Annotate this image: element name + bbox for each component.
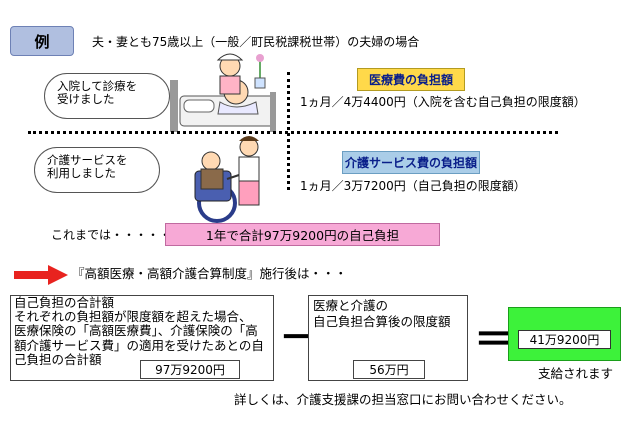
after-system-heading: 『高額医療・高額介護合算制度』施行後は・・・ [72, 266, 348, 281]
horizontal-dotted-divider [28, 131, 558, 134]
refund-amount: 41万9200円 [518, 330, 611, 349]
until-now-label: これまでは・・・・・・ [51, 228, 184, 242]
contact-footer: 詳しくは、介護支援課の担当窓口にお問い合わせください。 [234, 392, 572, 407]
self-pay-line-4: 額介護サービス費」の適用を受けたあとの自 [14, 337, 264, 353]
hospital-patient-illustration [170, 53, 276, 132]
combined-limit-line-2: 自己負担合算後の限度額 [313, 314, 451, 329]
self-pay-line-1: 自己負担の合計額 [14, 295, 115, 310]
self-pay-total-text: 自己負担の合計額 それぞれの負担額が限度額を超えた場合、 医療保険の「高額医療費… [14, 295, 264, 367]
combined-limit-amount: 56万円 [353, 360, 425, 379]
self-pay-line-3: 医療保険の「高額医療費」、介護保険の「高 [14, 323, 258, 339]
medical-cost-detail: 1ヵ月／4万4400円（入院を含む自己負担の限度額） [300, 95, 586, 109]
hospital-bubble-line-1: 入院して診療を [57, 79, 138, 93]
care-cost-label: 介護サービス費の負担額 [342, 151, 480, 174]
care-speech-bubble: 介護サービスを 利用しました [34, 147, 160, 193]
vertical-dotted-divider [287, 72, 290, 190]
care-cost-detail: 1ヵ月／3万7200円（自己負担の限度額） [300, 179, 526, 193]
care-bubble-line-1: 介護サービスを [47, 153, 128, 167]
care-bubble-line-2: 利用しました [47, 166, 116, 181]
medical-cost-label: 医療費の負担額 [357, 68, 465, 91]
combined-limit-line-1: 医療と介護の [313, 298, 389, 313]
wheelchair-care-illustration [194, 136, 260, 223]
scenario-title: 夫・妻とも75歳以上（一般／町民税課税世帯）の夫婦の場合 [92, 35, 420, 49]
hospital-bubble-line-2: 受けました [57, 92, 115, 107]
hospital-speech-bubble: 入院して診療を 受けました [44, 73, 170, 119]
self-pay-amount: 97万9200円 [140, 360, 240, 379]
refund-caption: 支給されます [538, 366, 614, 381]
combined-limit-text: 医療と介護の 自己負担合算後の限度額 [313, 298, 451, 330]
annual-total-box: 1年で合計97万9200円の自己負担 [165, 223, 440, 246]
equals-sign: ＝ [474, 317, 514, 363]
red-arrow-icon [14, 265, 68, 285]
self-pay-line-2: それぞれの負担額が限度額を超えた場合、 [14, 309, 252, 325]
example-badge: 例 [10, 26, 74, 56]
self-pay-line-5: 己負担の合計額 [14, 351, 102, 367]
